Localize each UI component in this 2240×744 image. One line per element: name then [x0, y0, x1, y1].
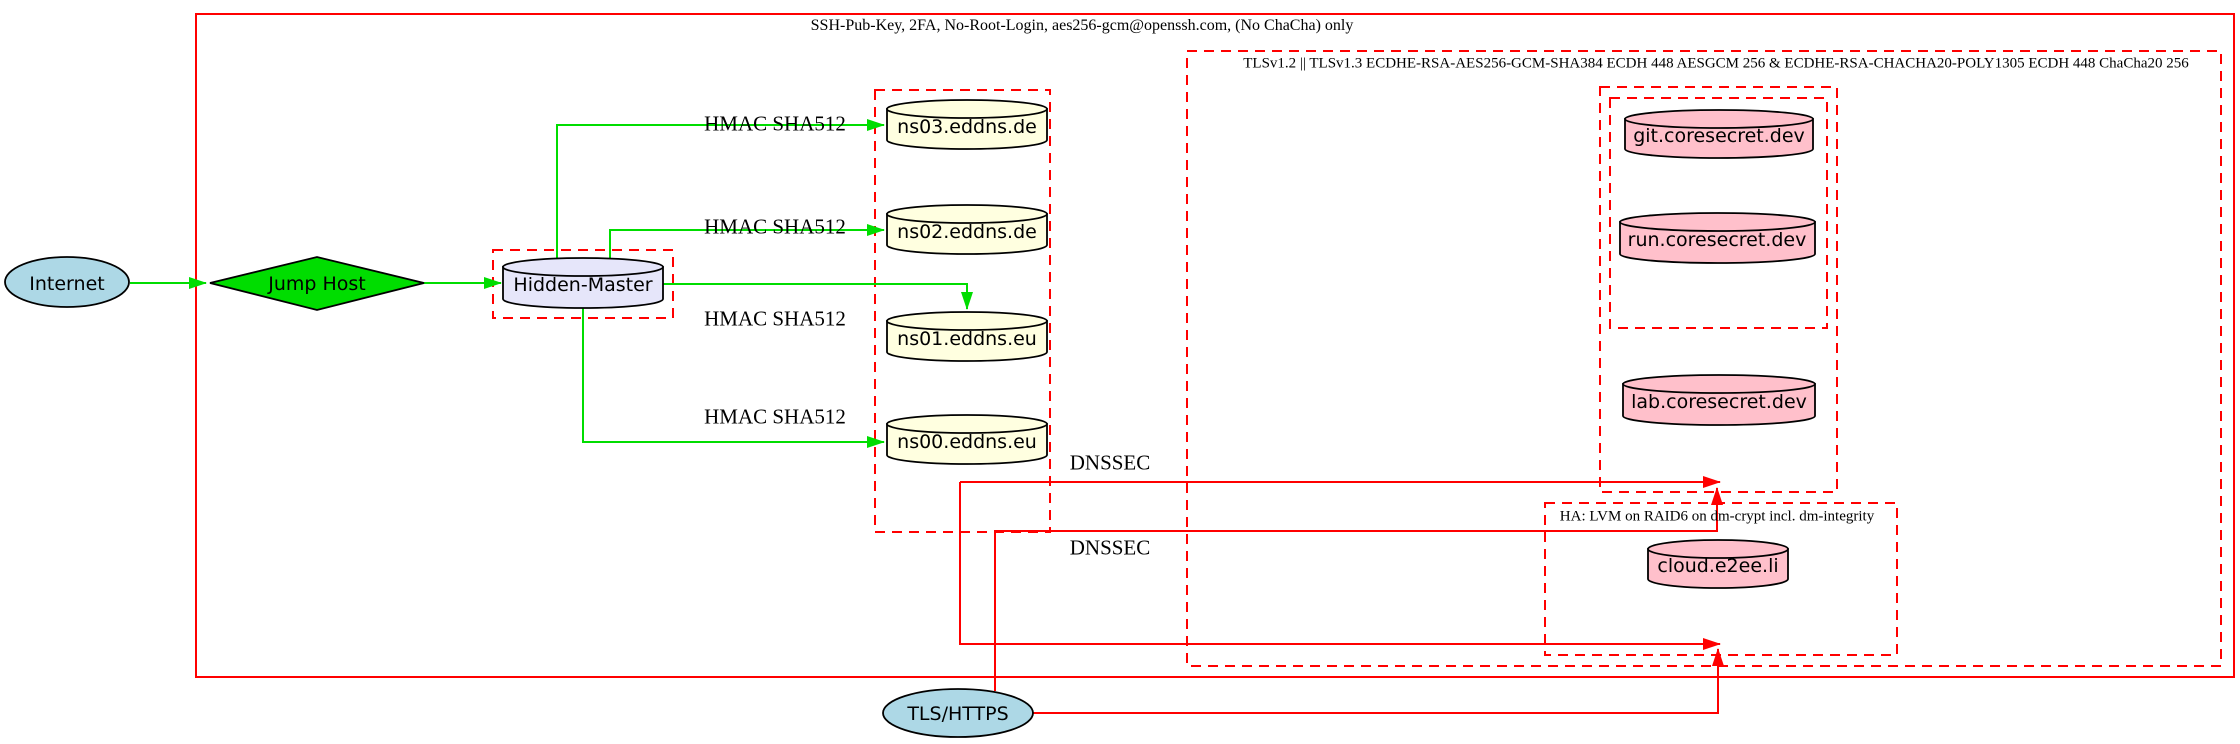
tls-cluster-box: [1186, 50, 2222, 667]
edge-hiddenmaster-to-ns00: [582, 307, 885, 448]
lab-node-shape: [1622, 374, 1816, 426]
tls-cluster-label: TLSv1.2 || TLSv1.3 ECDHE-RSA-AES256-GCM-…: [1243, 55, 2189, 72]
cloud-node-label: cloud.e2ee.li: [1657, 555, 1779, 577]
ns02-node-label: ns02.eddns.de: [897, 221, 1037, 243]
hmac-label-ns02: HMAC SHA512: [704, 214, 846, 239]
ssh-cluster-label: SSH-Pub-Key, 2FA, No-Root-Login, aes256-…: [810, 17, 1354, 34]
git-node-shape: [1624, 109, 1814, 159]
tls-https-node-label: TLS/HTTPS: [907, 703, 1009, 725]
coresecret-inner-cluster-box: [1609, 97, 1828, 329]
run-node-label: run.coresecret.dev: [1627, 229, 1807, 251]
ns00-node-label: ns00.eddns.eu: [897, 431, 1037, 453]
edge-hiddenmaster-to-ns03: [556, 119, 885, 260]
dns-cluster-box: [874, 89, 1051, 533]
cloud-node-shape: [1647, 539, 1789, 589]
run-node-shape: [1619, 212, 1816, 264]
hmac-label-ns03: HMAC SHA512: [704, 111, 846, 136]
ssh-cluster-box: [195, 13, 2235, 678]
edge-dns-to-ha-dnssec: [959, 482, 1721, 650]
tls-https-node-shape: [882, 688, 1034, 738]
git-node-label: git.coresecret.dev: [1633, 125, 1805, 147]
ns02-node-shape: [886, 204, 1048, 255]
hmac-label-ns01: HMAC SHA512: [704, 306, 846, 331]
internet-node-label: Internet: [29, 273, 105, 295]
ns03-node-shape: [886, 99, 1048, 150]
dnssec-label-top: DNSSEC: [1069, 450, 1151, 475]
edge-tlshttps-to-ha: [1032, 648, 1724, 714]
hmac-label-ns00: HMAC SHA512: [704, 404, 846, 429]
ha-cluster-label: HA: LVM on RAID6 on dm-crypt incl. dm-in…: [1559, 508, 1875, 525]
edge-hiddenmaster-to-ns02: [609, 224, 885, 260]
internet-node-shape: [4, 256, 130, 308]
jump-host-node-shape: [209, 256, 425, 311]
dnssec-label-bottom: DNSSEC: [1069, 535, 1151, 560]
jump-host-node-label: Jump Host: [268, 273, 366, 295]
ns00-node-shape: [886, 414, 1048, 465]
edge-tlshttps-to-coresecret: [994, 487, 1723, 691]
hidden-master-node-shape: [502, 257, 664, 309]
hidden-master-node-label: Hidden-Master: [513, 274, 653, 296]
edge-hiddenmaster-to-ns01: [662, 283, 973, 310]
ns01-node-label: ns01.eddns.eu: [897, 328, 1037, 350]
lab-node-label: lab.coresecret.dev: [1631, 391, 1807, 413]
ns01-node-shape: [886, 311, 1048, 362]
ns03-node-label: ns03.eddns.de: [897, 116, 1037, 138]
